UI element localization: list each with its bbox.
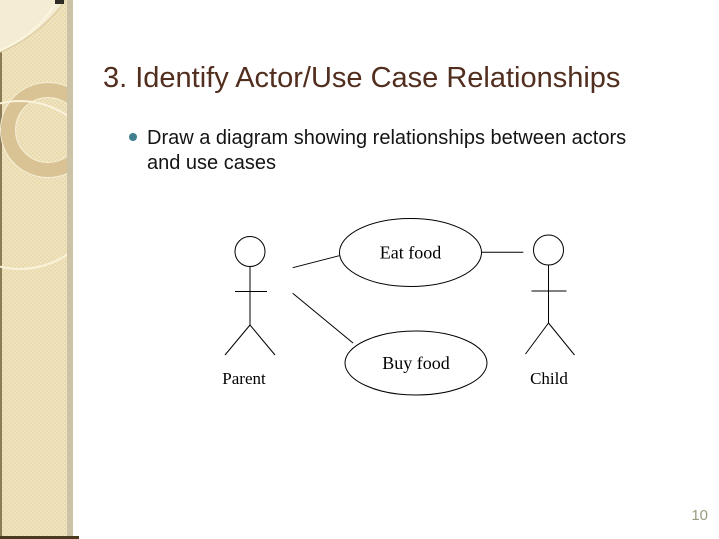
sidebar-decoration xyxy=(0,0,73,539)
use-case-buy-food: Buy food xyxy=(344,330,488,396)
actor-child-label: Child xyxy=(530,369,568,388)
decorative-circle-outline-mid xyxy=(0,100,67,270)
slide-title: 3. Identify Actor/Use Case Relationships xyxy=(103,62,621,94)
actor-parent-figure: Parent xyxy=(222,236,276,388)
actor-child-right-leg xyxy=(548,322,575,356)
use-case-eat-food-ellipse xyxy=(339,218,482,287)
slide-page-number: 10 xyxy=(691,507,708,524)
actor-parent-label: Parent xyxy=(222,369,266,388)
actor-parent-head xyxy=(234,236,266,267)
bullet-text-line-2: and use cases xyxy=(147,152,276,174)
use-case-buy-food-ellipse xyxy=(344,330,488,396)
association-parent-buyfood xyxy=(292,292,354,344)
bullet-item: Draw a diagram showing relationships bet… xyxy=(147,126,626,176)
actor-parent-left-leg xyxy=(224,324,251,356)
use-case-eat-food: Eat food xyxy=(339,218,482,287)
association-parent-eatfood xyxy=(292,255,340,269)
actor-parent-right-leg xyxy=(249,324,276,356)
use-case-buy-food-label: Buy food xyxy=(382,353,450,373)
use-case-eat-food-label: Eat food xyxy=(380,243,441,263)
sidebar-left-edge-line xyxy=(0,0,2,539)
use-case-diagram: Eat food Buy food Parent Child xyxy=(222,218,575,396)
bullet-text-line-1: Draw a diagram showing relationships bet… xyxy=(147,127,627,149)
sidebar-bottom-border xyxy=(0,536,79,539)
actor-child-head xyxy=(533,234,564,266)
top-edge-artifact xyxy=(55,0,64,4)
actor-child-figure: Child xyxy=(525,234,575,388)
actor-child-left-leg xyxy=(525,322,549,355)
association-lines xyxy=(292,251,524,344)
bullet-marker-icon xyxy=(129,133,137,141)
